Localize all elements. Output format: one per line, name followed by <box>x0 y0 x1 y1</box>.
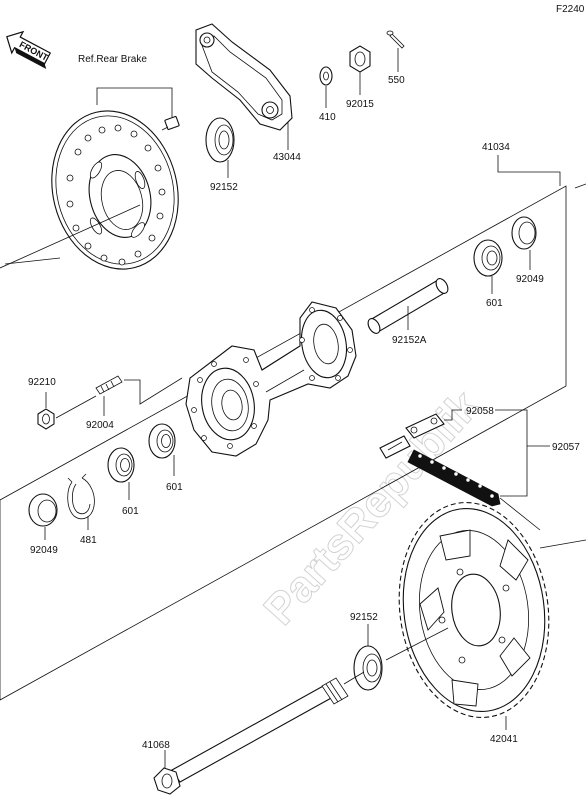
label-92210: 92210 <box>28 377 56 388</box>
label-92049-right: 92049 <box>516 274 544 285</box>
label-410: 410 <box>319 112 336 123</box>
nut-92015 <box>349 45 371 73</box>
sprocket-42041 <box>398 502 550 718</box>
ref-leader-bracket <box>96 87 173 117</box>
bearing-601-right <box>473 239 503 277</box>
collar-92152-top <box>205 117 235 163</box>
label-481: 481 <box>80 535 97 546</box>
label-92015: 92015 <box>346 99 374 110</box>
drive-chain-92057 <box>407 449 501 507</box>
label-43044: 43044 <box>273 152 301 163</box>
label-92058: 92058 <box>466 406 494 417</box>
axle-41068 <box>153 677 349 795</box>
stud-92004 <box>95 375 123 395</box>
seal-92049-left <box>28 493 58 527</box>
label-92004: 92004 <box>86 420 114 431</box>
label-601-left: 601 <box>122 506 139 517</box>
collar-92152-bottom <box>353 645 383 691</box>
label-92152-bottom: 92152 <box>350 612 378 623</box>
cotter-pin-550 <box>386 30 405 49</box>
brake-disc <box>51 110 179 270</box>
label-601-mid: 601 <box>166 482 183 493</box>
hub-assembly-frame <box>0 185 567 701</box>
label-92152-top: 92152 <box>210 182 238 193</box>
rear-hub <box>185 301 357 457</box>
circlip-481 <box>67 473 95 520</box>
disc-bolt <box>161 115 180 131</box>
label-41068: 41068 <box>142 740 170 751</box>
front-arrow-icon: FRONT <box>6 30 52 70</box>
bearing-601-mid <box>148 423 176 459</box>
label-92152A: 92152A <box>392 335 427 346</box>
bearing-601-left <box>107 447 135 483</box>
diagram-code: F2240 <box>556 4 585 15</box>
ref-rear-brake-label: Ref.Rear Brake <box>78 54 147 65</box>
chain-joint-92058 <box>379 413 445 459</box>
label-41034: 41034 <box>482 142 510 153</box>
label-92057: 92057 <box>552 442 580 453</box>
chain-bracket <box>495 409 528 497</box>
nut-92210 <box>37 408 55 430</box>
label-550: 550 <box>388 75 405 86</box>
label-92049-left: 92049 <box>30 545 58 556</box>
caliper-bracket <box>195 23 293 131</box>
seal-92049-right <box>511 216 537 250</box>
label-42041: 42041 <box>490 734 518 745</box>
hub-assembly-boundary <box>497 155 561 186</box>
label-601-right: 601 <box>486 298 503 309</box>
